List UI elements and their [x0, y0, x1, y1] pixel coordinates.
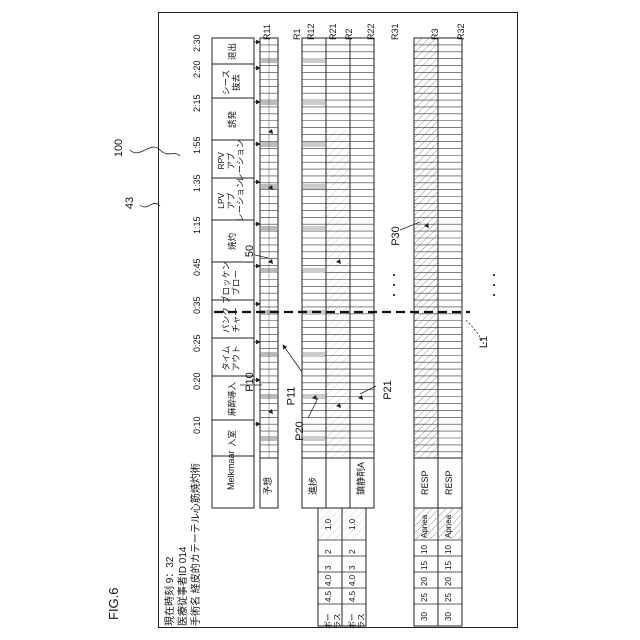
left-table-cell: 2 — [324, 550, 333, 554]
ref43-leader — [140, 203, 160, 207]
shaded-cell — [303, 142, 325, 147]
ref-r11: R11 — [262, 24, 272, 40]
row-plan-label: 予想 — [263, 477, 273, 495]
ref-r2: R2 — [344, 28, 354, 40]
left-table-cell: 2 — [348, 550, 357, 554]
time-label-6: 1:35 — [192, 174, 202, 192]
left-table-cell: 30 — [444, 612, 453, 621]
left-table-cell: ボー ラス — [348, 613, 366, 629]
ref-50: 50 — [244, 245, 256, 257]
time-label-9: 2:20 — [192, 60, 202, 78]
row-drug-a-fill — [326, 130, 350, 458]
shaded-cell — [303, 58, 325, 63]
time-label-1: 0:20 — [192, 372, 202, 390]
shaded-cell — [303, 226, 325, 231]
current-time: 現在時刻 9：32 — [164, 463, 177, 626]
ellipsis-2: ・・・ — [486, 270, 501, 300]
ref-r3: R3 — [430, 28, 440, 40]
ref-p20: P20 — [294, 421, 306, 441]
left-table-cell: 4.5 — [324, 591, 333, 602]
ref-r21: R21 — [328, 23, 338, 40]
header-label: Melkmaar — [226, 450, 236, 490]
time-label-5: 1:15 — [192, 216, 202, 234]
row-resp1-fill — [414, 38, 438, 458]
left-table-cell: 10 — [444, 545, 453, 554]
shaded-cell — [303, 100, 325, 105]
staff-id: 医療従事者ID 014 — [177, 463, 190, 626]
left-table-cell: 15 — [420, 561, 429, 570]
time-label-7: 1:55 — [192, 136, 202, 154]
step-label-8: 誘発 — [228, 111, 238, 128]
step-label-0: 入室 — [228, 430, 238, 447]
row-progress-label: 進捗 — [308, 477, 318, 495]
ref-r1: R1 — [292, 28, 302, 40]
step-label-1: 麻酔導入 — [228, 382, 238, 416]
ref100-leader — [130, 147, 180, 156]
ref-p21: P21 — [382, 380, 394, 400]
time-label-4: 0:45 — [192, 258, 202, 276]
marker50-leader — [255, 255, 268, 258]
ref-r31: R31 — [390, 23, 400, 40]
step-label-3: パンク チャー — [222, 307, 241, 333]
ref-p30: P30 — [390, 226, 402, 246]
timeline-rows — [260, 38, 462, 508]
shaded-cell — [303, 184, 325, 189]
left-table-cell: 4.5 — [348, 591, 357, 602]
shaded-cell — [303, 352, 325, 357]
shaded-cell — [303, 436, 325, 441]
left-table-cell: 3 — [348, 566, 357, 570]
step-label-4: ブロッケン ブロー — [222, 261, 241, 303]
time-label-3: 0:35 — [192, 296, 202, 314]
step-label-10: 退出 — [228, 43, 238, 60]
p20-leader — [308, 398, 318, 418]
left-table-cell: 25 — [420, 593, 429, 602]
ref-p11: P11 — [285, 387, 297, 406]
left-table-cell: 20 — [444, 577, 453, 586]
ref-l1: L1 — [478, 336, 490, 348]
left-table-cell: 4.0 — [348, 575, 357, 586]
left-table — [318, 508, 462, 626]
ref-43: 43 — [124, 197, 136, 209]
left-table-cell: Apnea — [444, 515, 453, 538]
left-table-cell: 15 — [444, 561, 453, 570]
step-label-2: タイム アウト — [222, 345, 241, 371]
time-label-8: 2:15 — [192, 94, 202, 112]
left-table-cell: Apnea — [420, 515, 429, 538]
ref-r22: R22 — [366, 23, 376, 40]
ref-100: 100 — [113, 139, 125, 157]
ref-p10: P10 — [244, 372, 256, 392]
procedure-name: 手術名 経皮的カテーテル心筋焼灼術 — [190, 463, 203, 626]
shaded-cell — [303, 268, 325, 273]
left-table-cell: 10 — [420, 545, 429, 554]
row-resp2-label: RESP — [444, 470, 454, 495]
left-table-cell: 30 — [420, 612, 429, 621]
step-label-6: LPV アブ レーション — [217, 179, 246, 221]
step-label-9: シース 抜去 — [222, 69, 241, 94]
row-drug-b-label: 鎮静剤A — [356, 462, 366, 495]
info-block: 現在時刻 9：32 医療従事者ID 014 手術名 経皮的カテーテル心筋焼灼術 — [164, 463, 203, 626]
step-label-7: RPV アブ レーション — [217, 139, 246, 181]
marker-icon — [358, 395, 363, 400]
left-table-cell: 20 — [420, 577, 429, 586]
row-resp2 — [438, 38, 462, 508]
time-label-0: 0:10 — [192, 416, 202, 434]
row-resp1-label: RESP — [420, 470, 430, 495]
ref-r32: R32 — [456, 23, 466, 40]
ref-r12: R12 — [306, 23, 316, 40]
row-drug-b — [350, 38, 374, 508]
step-label-5: 焼灼 — [228, 233, 238, 250]
left-table-cell: 4.0 — [324, 575, 333, 586]
left-table-cell: ボー ラス — [324, 613, 342, 629]
time-label-10: 2:30 — [192, 34, 202, 52]
left-table-cell: 25 — [444, 593, 453, 602]
time-label-2: 0:25 — [192, 334, 202, 352]
left-table-cell: 1.0 — [324, 519, 333, 530]
ellipsis-1: ・・・ — [386, 270, 401, 300]
left-table-cell: 3 — [324, 566, 333, 570]
left-table-cell: 1.0 — [348, 519, 357, 530]
